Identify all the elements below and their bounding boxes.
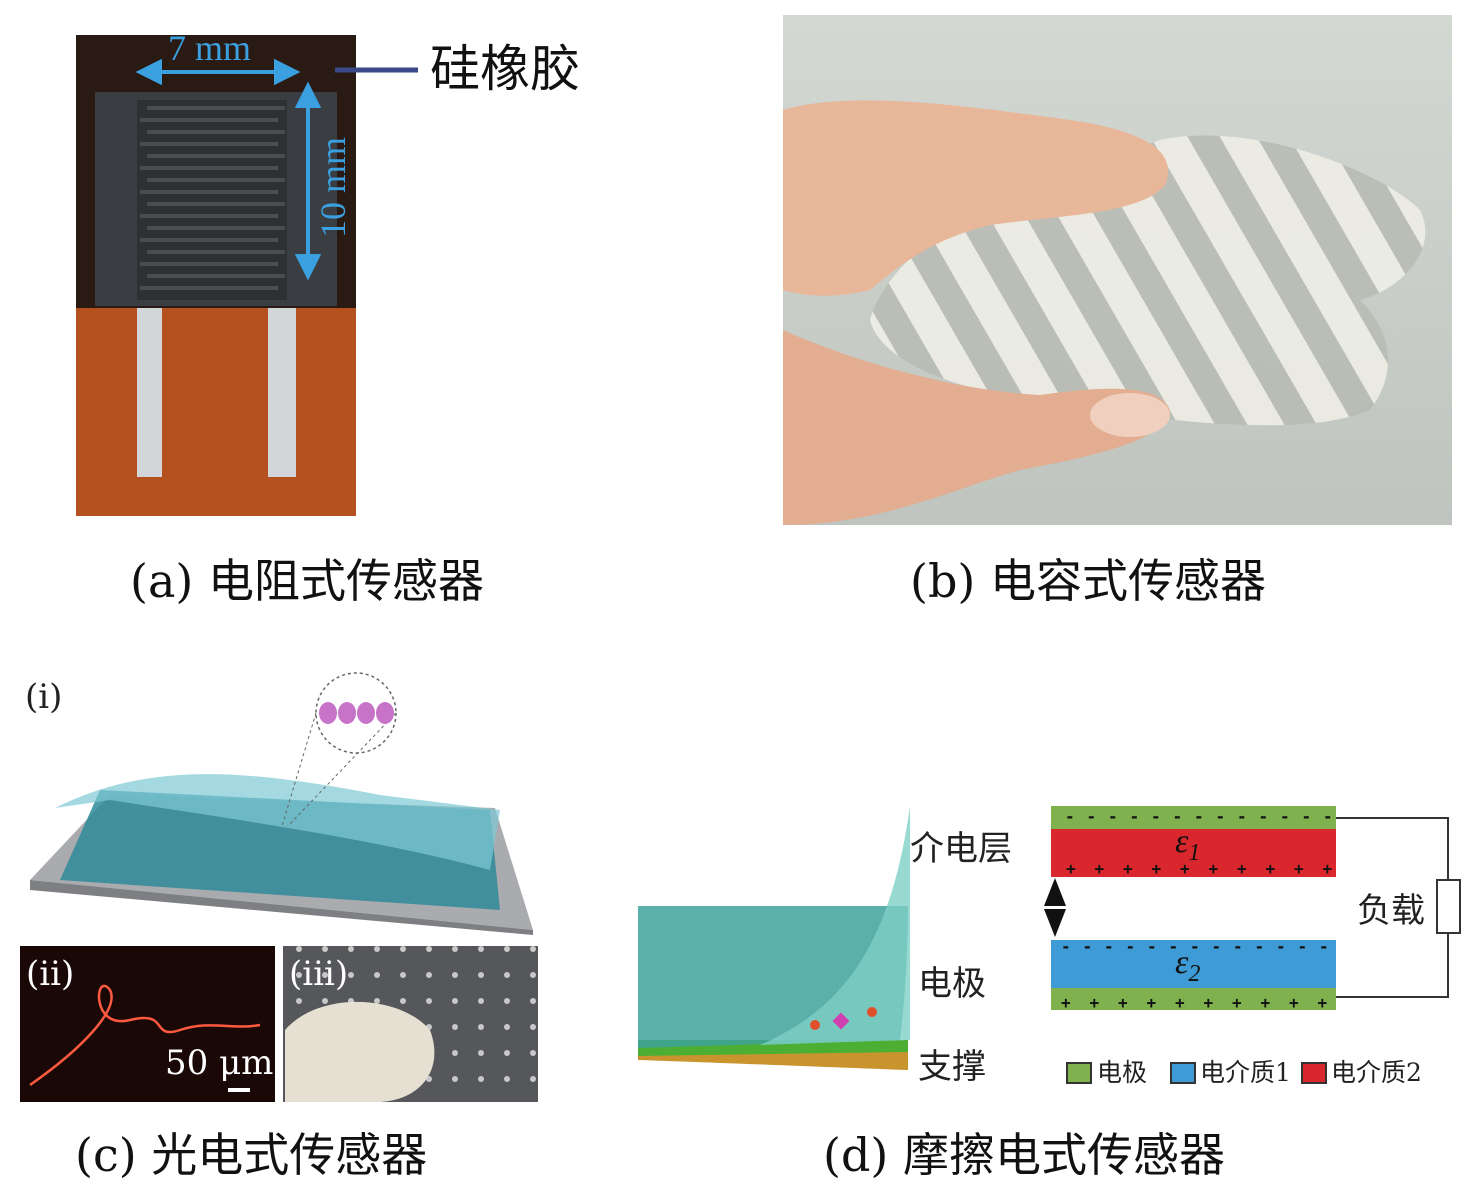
sub-ii-label: (ii) [26, 954, 74, 994]
dim-height-label: 10 mm [313, 137, 353, 238]
panel-c-ii-image [20, 946, 275, 1102]
dimension-arrows [135, 58, 322, 281]
charge-sign: - [1151, 807, 1161, 826]
caption-d: (d) 摩擦电式传感器 [823, 1128, 1225, 1182]
charge-sign: - [1280, 807, 1290, 826]
charge-sign: - [1259, 807, 1269, 826]
caption-c: (c) 光电式传感器 [75, 1128, 427, 1182]
charge-sign: + [1066, 859, 1076, 878]
charge-sign: - [1323, 807, 1333, 826]
charge-sign: - [1083, 937, 1093, 956]
charge-sign: + [1204, 993, 1214, 1012]
charge-sign: - [1087, 807, 1097, 826]
dielectric-layer-label: 介电层 [910, 829, 1012, 869]
charge-sign: + [1232, 993, 1242, 1012]
charge-sign: + [1261, 993, 1271, 1012]
support-label: 支撑 [918, 1047, 986, 1087]
charge-sign: - [1065, 807, 1075, 826]
charge-sign: - [1233, 937, 1243, 956]
charge-sign: + [1289, 993, 1299, 1012]
charge-sign: - [1126, 937, 1136, 956]
charge-sign: - [1108, 807, 1118, 826]
charge-sign: - [1173, 807, 1183, 826]
epsilon1-label: ε1 [1175, 823, 1200, 866]
legend-label-dielectric1: 电介质1 [1200, 1058, 1291, 1087]
charge-sign: - [1319, 937, 1329, 956]
dim-width-label: 7 mm [168, 28, 251, 68]
double-arrow-icon [1044, 878, 1066, 937]
epsilon2-label: ε2 [1175, 944, 1200, 987]
charge-sign: + [1266, 859, 1276, 878]
legend: 电极 电介质1 电介质2 [1066, 1058, 1422, 1087]
legend-swatch-dielectric2 [1301, 1062, 1327, 1084]
charge-sign: + [1061, 993, 1071, 1012]
charge-sign: + [1118, 993, 1128, 1012]
charge-sign: + [1175, 993, 1185, 1012]
charge-sign: - [1190, 937, 1200, 956]
triboelectric-schematic: -------------++++++++++-------------++++… [1044, 806, 1461, 1012]
charge-sign: + [1123, 859, 1133, 878]
charge-sign: - [1216, 807, 1226, 826]
charge-sign: - [1104, 937, 1114, 956]
charge-sign: + [1318, 993, 1328, 1012]
scale-bar-label: 50 μm [165, 1043, 273, 1083]
charge-sign: - [1255, 937, 1265, 956]
charge-sign: + [1090, 993, 1100, 1012]
load-resistor-icon [1436, 879, 1461, 934]
panel-d-illustration [638, 806, 910, 1070]
panel-a-image [76, 35, 356, 516]
charge-sign: - [1298, 937, 1308, 956]
charge-sign: + [1323, 859, 1333, 878]
charge-sign: - [1147, 937, 1157, 956]
electrode-label: 电极 [918, 964, 986, 1004]
charge-sign: + [1209, 859, 1219, 878]
charge-sign: + [1147, 993, 1157, 1012]
legend-label-dielectric2: 电介质2 [1331, 1058, 1422, 1087]
load-label: 负载 [1357, 891, 1425, 931]
charge-sign: - [1276, 937, 1286, 956]
charge-sign: + [1294, 859, 1304, 878]
material-label: 硅橡胶 [430, 40, 580, 98]
charge-sign: - [1194, 807, 1204, 826]
charge-sign: - [1237, 807, 1247, 826]
charge-sign: + [1237, 859, 1247, 878]
panel-c-iii-photo [283, 946, 538, 1102]
legend-swatch-dielectric1 [1170, 1062, 1196, 1084]
caption-b: (b) 电容式传感器 [910, 554, 1266, 608]
sub-iii-label: (iii) [289, 954, 348, 994]
charge-sign: + [1152, 859, 1162, 878]
charge-sign: + [1095, 859, 1105, 878]
panel-c-i-illustration [30, 672, 533, 935]
charge-sign: - [1169, 937, 1179, 956]
charge-sign: + [1180, 859, 1190, 878]
charge-sign: - [1302, 807, 1312, 826]
caption-a: (a) 电阻式传感器 [130, 554, 484, 608]
sub-i-label: (i) [25, 677, 62, 717]
panel-b-photo [783, 15, 1452, 525]
charge-sign: - [1212, 937, 1222, 956]
legend-label-electrode: 电极 [1097, 1058, 1147, 1087]
charge-sign: - [1130, 807, 1140, 826]
legend-swatch-electrode [1066, 1062, 1092, 1084]
charge-sign: - [1061, 937, 1071, 956]
